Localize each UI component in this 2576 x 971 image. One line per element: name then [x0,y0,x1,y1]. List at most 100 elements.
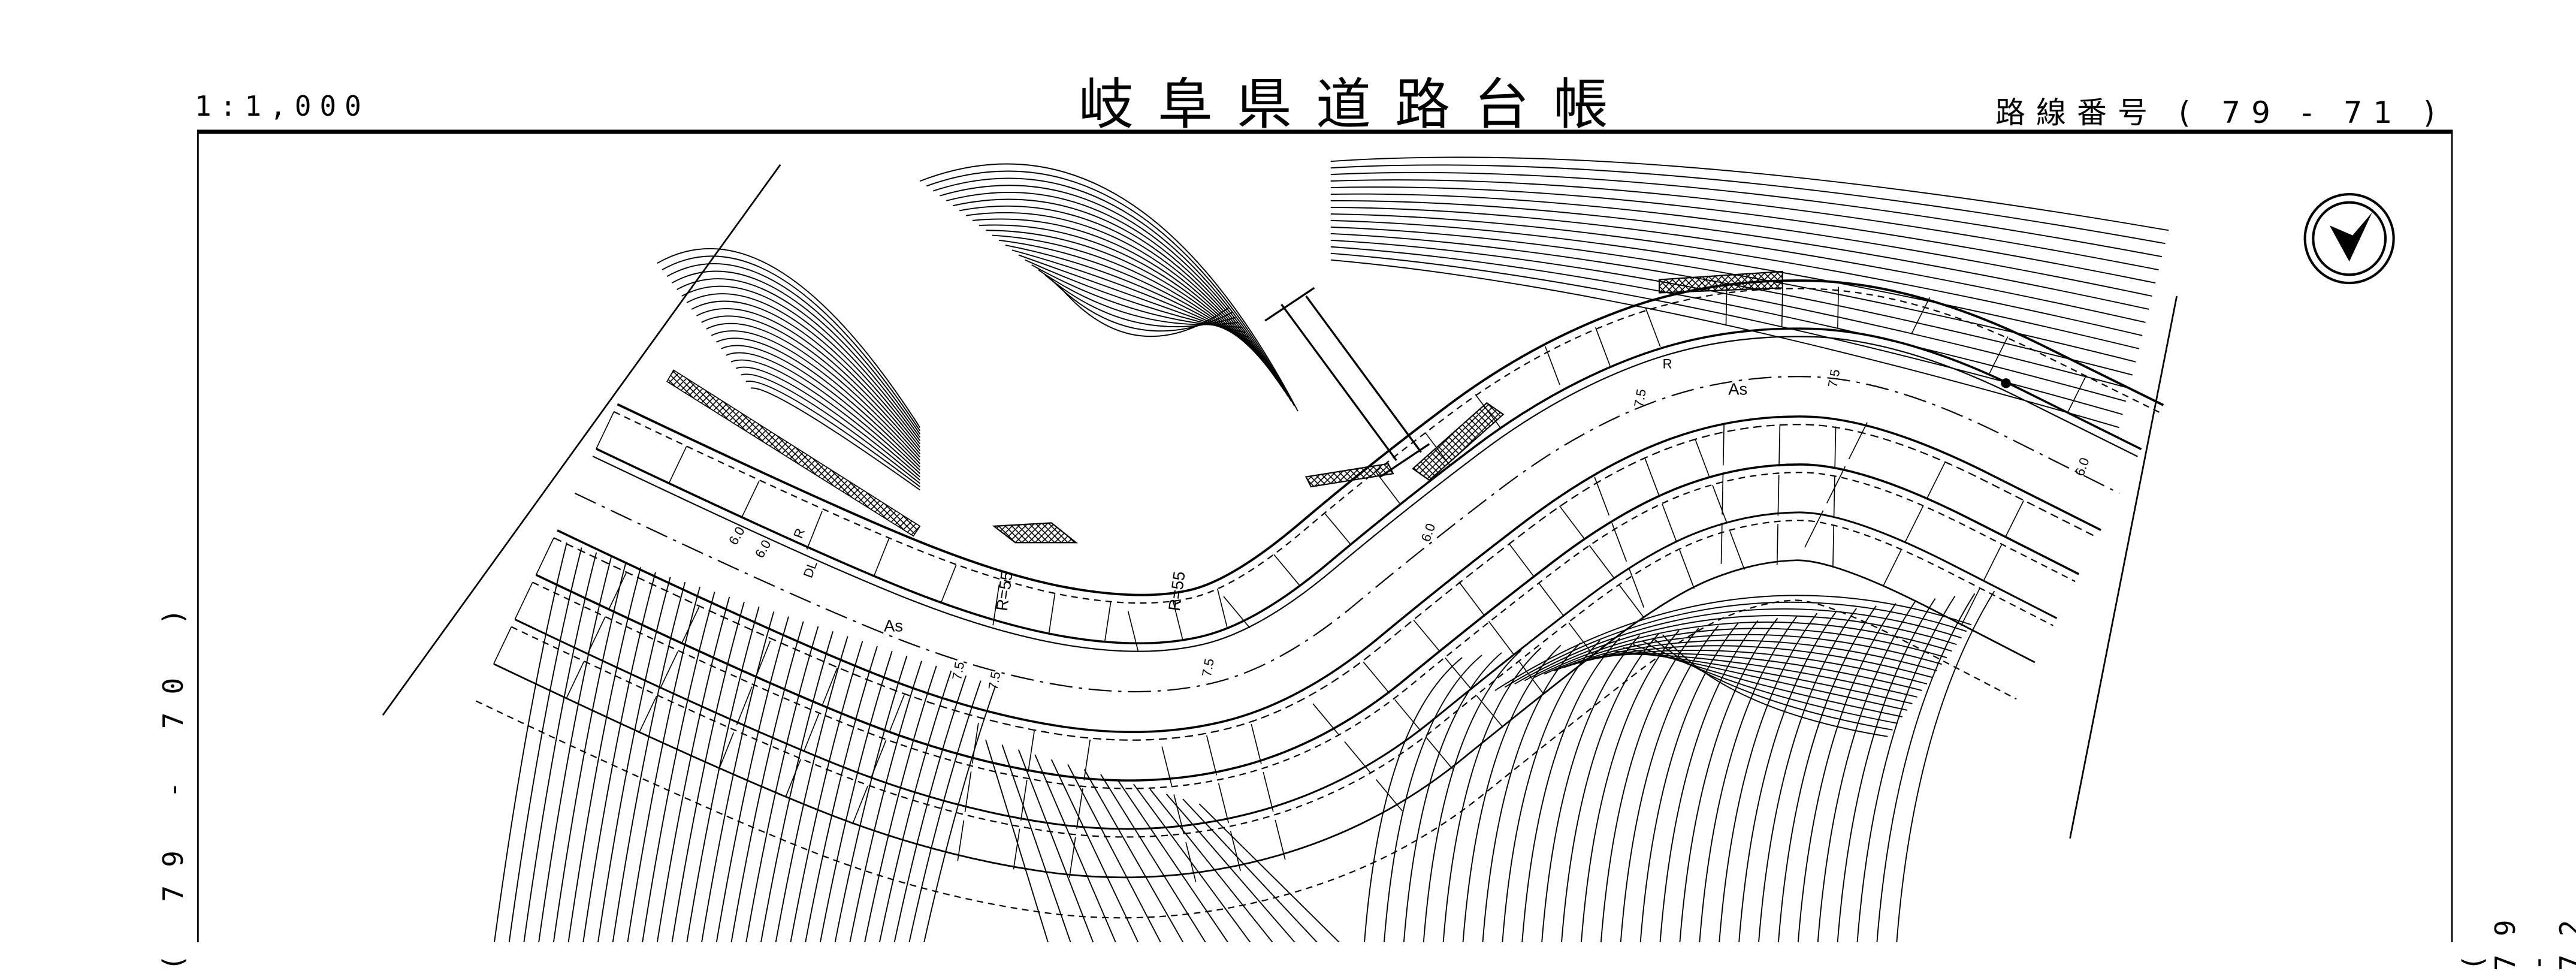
contour-line [1330,246,2127,402]
slope-tick [2004,500,2024,538]
r-mark: R [1663,357,1672,372]
contour-line [1330,164,2166,245]
slope-tick [1344,741,1372,774]
slope-tick [566,661,585,699]
slope-tick [1983,544,2003,582]
contour-line [1005,245,1256,348]
clip-edge [2069,295,2178,839]
contour-line [741,373,920,484]
contour-line [1330,219,2139,349]
contour-line [790,641,863,942]
slope-tick [1832,525,1835,566]
contour-line [1544,628,1947,675]
contour-line [864,665,937,942]
contour-line [932,177,1292,402]
slope-tick [1826,466,1846,503]
slope-tick [992,584,1000,626]
slope-tick [1458,581,1484,616]
contour-line [923,685,996,942]
contour-line [1330,206,2146,323]
road-edge-line [475,599,2017,919]
contour-line [1100,774,1206,942]
road-edge-line [596,327,2142,645]
road-edge-line [511,520,2053,838]
retaining-wall [1659,270,1783,294]
surface-label: As [884,616,903,635]
contour-line [715,337,921,468]
retaining-wall [1305,463,1394,488]
contour-line [1554,634,1942,672]
slope-tick [1645,308,1661,347]
contour-line [1896,590,1995,942]
contour-line [1423,650,1522,942]
road-map: As As R=55 R=55 7.5 7.5 7.5 7.5 7.5 6.0 … [197,129,2453,942]
contour-line [1534,621,1952,678]
road [475,279,2164,919]
slope-tick [1776,524,1778,565]
contour-line [1639,623,1739,942]
contour-line [1758,608,1857,942]
road-edge-line [614,288,2160,604]
slope-tick [1028,731,1035,772]
contour-line [920,163,1298,412]
contour-line [849,661,923,942]
contour-line [1603,653,1917,698]
slope-tick [1544,346,1560,385]
slope-tick [1518,660,1544,694]
width-label: 7.5 [949,661,967,681]
contour-line [686,293,921,448]
slope-tick [1076,788,1083,830]
contour-line [1067,764,1161,942]
contour-line [1837,598,1936,942]
slope-tick [851,786,868,825]
slope-tick [1720,523,1723,564]
contour-line [523,552,597,942]
contour-line [508,547,582,942]
contour-line [730,621,804,942]
contour-line [834,656,908,942]
retaining-wall [1412,402,1505,481]
contour-line [657,248,921,428]
slope-tick [1068,837,1076,878]
road-edge-line [553,424,2098,741]
contour-line [986,230,1266,363]
contour-line [1133,783,1251,942]
contour-line [1330,259,2120,429]
contour-line [1541,635,1640,942]
slope-tick [1559,505,1585,539]
slope-tick [1251,724,1262,764]
retaining-wall [666,369,921,537]
slope-tick [1273,554,1301,587]
width-label: 7.5 [1825,368,1843,388]
contour-line [681,285,921,445]
slope-tick [1375,779,1403,812]
slope-tick [493,626,512,664]
contour-line [1001,744,1071,942]
contour-line [671,601,745,942]
shoulder-label: 6.0 [752,537,774,560]
slope-tick [1127,611,1139,652]
slope-tick [736,686,753,725]
slope-tick [1611,523,1627,562]
contour-line [946,192,1285,392]
contour-line [1620,625,1719,942]
contour-line [691,300,921,451]
slope-tick [1695,439,1710,478]
slope-tick [535,537,554,575]
slope-tick [1476,695,1503,728]
contour-line [656,596,730,942]
slope-tick [1848,422,1868,460]
contour-line [701,315,921,458]
contour-line [726,352,921,474]
slope-tick [1629,569,1645,608]
slope-tick [822,667,838,707]
contour-line [1662,634,1888,737]
contour-line [1044,274,1236,328]
contour-line [1330,200,2149,310]
contour-line [1856,595,1956,942]
map-frame [197,131,2453,942]
radius-label: R=55 [1165,570,1189,612]
map-labels: As As R=55 R=55 7.5 7.5 7.5 7.5 7.5 6.0 … [726,357,2092,691]
contour-line [1330,193,2152,297]
page-title: 岐阜県道路台帳 [1079,73,1633,137]
